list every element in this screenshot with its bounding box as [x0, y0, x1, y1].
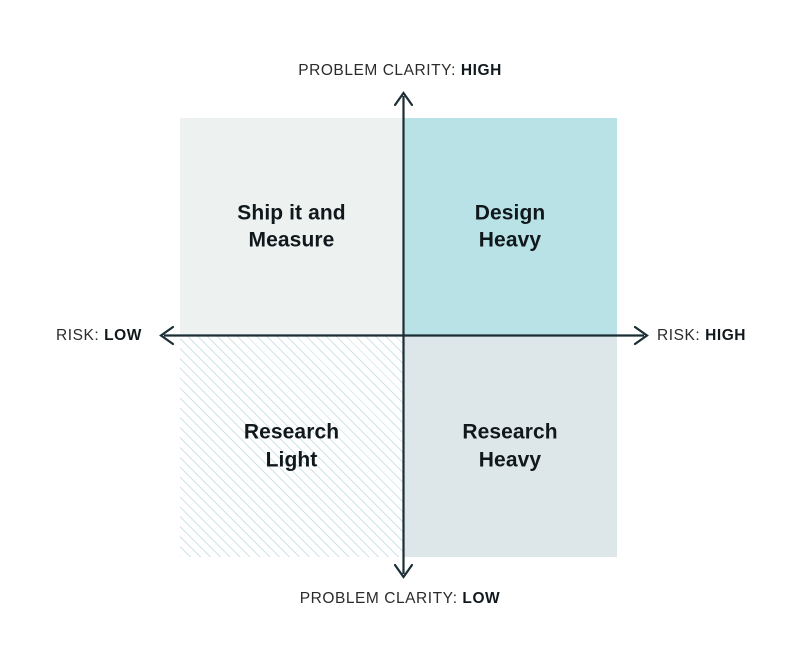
- quadrant-bottom-right-label: Research Heavy: [462, 420, 558, 471]
- axis-label-clarity-low-value: LOW: [462, 590, 501, 607]
- axis-label-clarity-high-prefix: PROBLEM CLARITY:: [298, 62, 461, 79]
- axis-label-risk-low-prefix: RISK:: [56, 327, 105, 344]
- quadrant-top-left[interactable]: Ship it and Measure: [180, 118, 403, 335]
- axis-label-risk-high-prefix: RISK:: [657, 327, 706, 344]
- quadrant-top-right-label: Design Heavy: [474, 200, 546, 252]
- arrow-up-icon: [393, 91, 414, 107]
- axis-label-risk-low-value: LOW: [104, 327, 142, 344]
- axis-label-clarity-high-value: HIGH: [460, 62, 502, 79]
- axis-label-risk-high: RISK: HIGH: [657, 327, 746, 345]
- axis-label-clarity-low: PROBLEM CLARITY: LOW: [0, 590, 800, 608]
- axis-label-clarity-high: PROBLEM CLARITY: HIGH: [0, 62, 800, 80]
- matrix-plot-area: Ship it and Measure Design Heavy Researc…: [180, 118, 617, 557]
- quadrant-top-right[interactable]: Design Heavy: [403, 118, 617, 335]
- arrow-left-icon: [159, 325, 175, 346]
- quadrant-bottom-left-label: Research Light: [243, 420, 340, 471]
- axis-label-clarity-low-prefix: PROBLEM CLARITY:: [299, 590, 463, 607]
- quadrant-bottom-left[interactable]: Research Light: [180, 335, 403, 557]
- axis-label-risk-low: RISK: LOW: [56, 327, 142, 345]
- arrow-right-icon: [633, 325, 649, 346]
- quadrant-bottom-right[interactable]: Research Heavy: [403, 335, 617, 557]
- arrow-down-icon: [393, 563, 414, 579]
- axis-label-risk-high-value: HIGH: [705, 327, 747, 344]
- quadrant-top-left-label: Ship it and Measure: [237, 200, 346, 252]
